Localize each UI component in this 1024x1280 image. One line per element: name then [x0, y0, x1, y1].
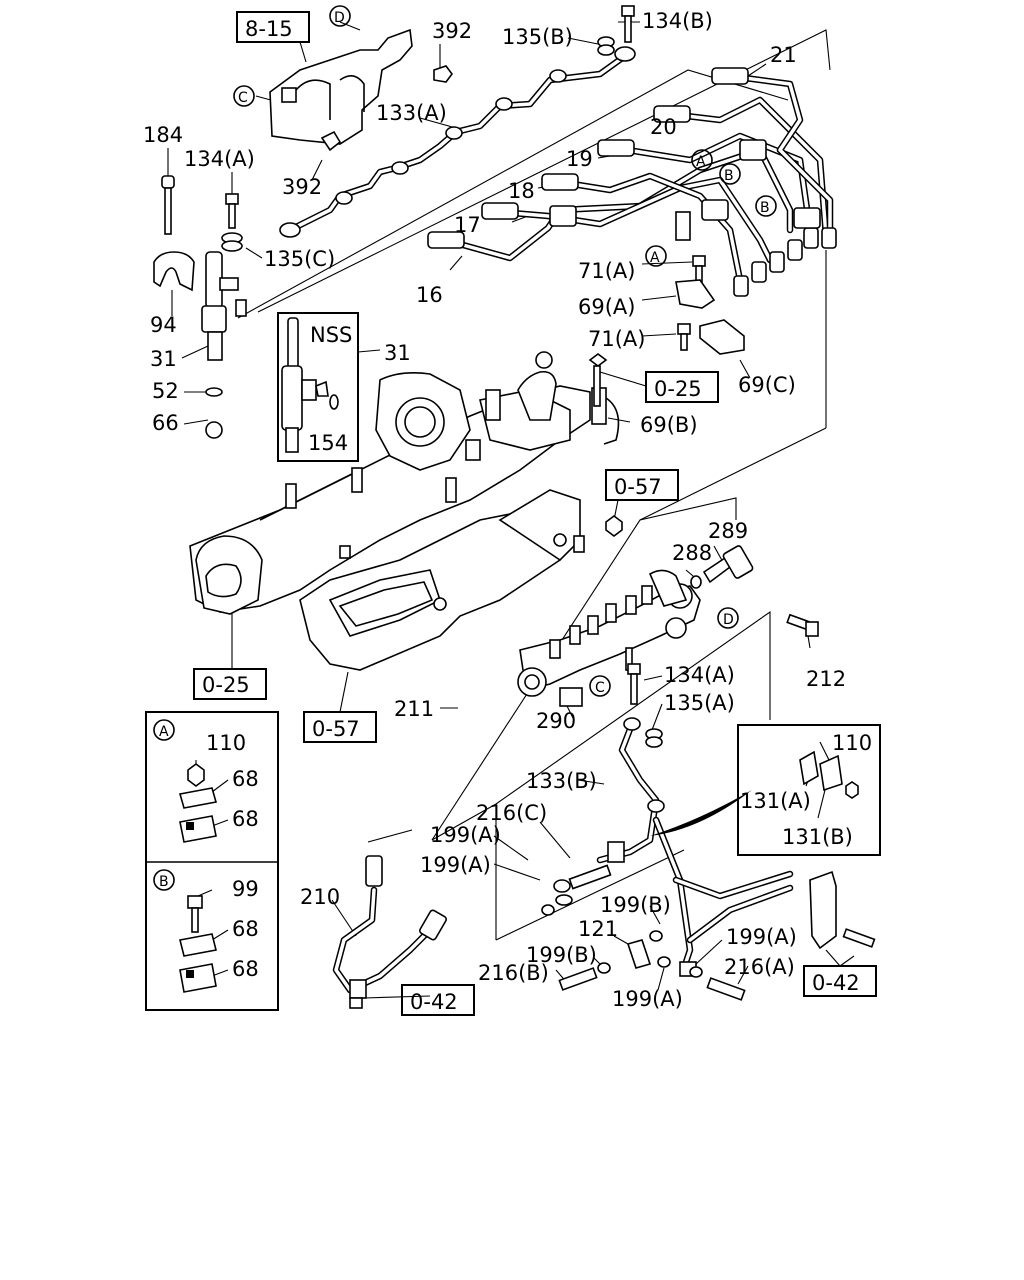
group-boxes — [145, 11, 881, 1016]
label-16: 16 — [416, 283, 443, 307]
label-154: 154 — [308, 431, 348, 455]
marker-d-top: D — [334, 10, 345, 26]
label-110-a: 110 — [206, 731, 246, 755]
label-121: 121 — [578, 917, 618, 941]
ref-label-0-42-right: 0-42 — [812, 971, 860, 995]
pipe-end-nuts-right — [733, 227, 837, 297]
injection-pipes — [441, 72, 834, 284]
marker-a-lower: A — [650, 250, 660, 266]
label-131b: 131(B) — [782, 825, 853, 849]
marker-b-pipe: B — [724, 168, 734, 184]
ref-box-0-57-upper — [605, 469, 679, 501]
ref-box-0-25-upper — [645, 371, 719, 403]
label-134a-top: 134(A) — [184, 147, 255, 171]
label-199a-3: 199(A) — [726, 925, 797, 949]
label-110-131: 110 — [832, 731, 872, 755]
label-31-left: 31 — [150, 347, 177, 371]
label-52: 52 — [152, 379, 179, 403]
marker-d-rail: D — [723, 612, 734, 628]
label-199a-1: 199(A) — [430, 823, 501, 847]
common-rail — [517, 545, 819, 707]
ref-box-0-25-lower — [193, 668, 267, 700]
label-69a: 69(A) — [578, 295, 635, 319]
ref-label-0-57-lower: 0-57 — [312, 717, 360, 741]
injector-nss — [281, 317, 339, 453]
label-290: 290 — [536, 709, 576, 733]
detail-131-parts — [799, 750, 859, 799]
label-199b-2: 199(B) — [526, 943, 597, 967]
label-71a-upper: 71(A) — [578, 259, 635, 283]
label-135a: 135(A) — [664, 691, 735, 715]
label-69b: 69(B) — [640, 413, 698, 437]
label-69c: 69(C) — [738, 373, 796, 397]
label-66: 66 — [152, 411, 179, 435]
ref-box-0-42-right — [803, 965, 877, 997]
label-199a-2: 199(A) — [420, 853, 491, 877]
detail-box-a-b — [145, 711, 279, 1011]
pipe-210 — [332, 855, 447, 1009]
label-31-box: 31 — [384, 341, 411, 365]
label-17: 17 — [454, 213, 481, 237]
label-211: 211 — [394, 697, 434, 721]
label-nss: NSS — [310, 323, 352, 347]
label-68-b2: 68 — [232, 957, 259, 981]
label-216b: 216(B) — [478, 961, 549, 985]
part-labels: 8-15 D 392 135(B) 134(B) 21 C 133(A) 20 … — [143, 9, 872, 1014]
marker-a-pipe: A — [696, 154, 706, 170]
marker-a-box: A — [159, 724, 169, 740]
injector-left — [153, 175, 247, 439]
pipe-clamps — [549, 139, 821, 241]
ref-box-0-57-lower — [303, 711, 377, 743]
leak-off-pipe-upper — [279, 46, 636, 238]
label-134b: 134(B) — [642, 9, 713, 33]
label-135b: 135(B) — [502, 25, 573, 49]
ref-label-8-15: 8-15 — [245, 17, 293, 41]
label-20: 20 — [650, 115, 677, 139]
ref-box-0-42-left — [401, 984, 475, 1016]
pipe-end-nuts — [427, 67, 749, 249]
return-pipe-lower — [541, 663, 876, 1001]
label-184: 184 — [143, 123, 183, 147]
label-133b: 133(B) — [526, 769, 597, 793]
clamp-parts — [675, 255, 745, 355]
label-199a-4: 199(A) — [612, 987, 683, 1011]
ref-label-0-25-lower: 0-25 — [202, 673, 250, 697]
label-392-left: 392 — [282, 175, 322, 199]
marker-c-top: C — [238, 90, 248, 106]
label-18: 18 — [508, 179, 535, 203]
label-99: 99 — [232, 877, 259, 901]
label-135c: 135(C) — [264, 247, 335, 271]
ref-label-0-42-left: 0-42 — [410, 990, 458, 1014]
label-288: 288 — [672, 541, 712, 565]
ref-label-0-25-upper: 0-25 — [654, 377, 702, 401]
label-210: 210 — [300, 885, 340, 909]
label-68-a1: 68 — [232, 767, 259, 791]
label-19: 19 — [566, 147, 593, 171]
marker-b-box: B — [159, 874, 169, 890]
label-134a-rail: 134(A) — [664, 663, 735, 687]
marker-b-right: B — [760, 200, 770, 216]
ref-label-0-57-upper: 0-57 — [614, 475, 662, 499]
label-216a: 216(A) — [724, 955, 795, 979]
marker-c-rail: C — [595, 680, 605, 696]
label-68-a2: 68 — [232, 807, 259, 831]
label-68-b1: 68 — [232, 917, 259, 941]
top-fasteners — [433, 5, 635, 83]
detail-a-parts — [178, 763, 218, 993]
ref-box-8-15 — [236, 11, 310, 43]
circled-markers — [153, 5, 777, 891]
label-212: 212 — [806, 667, 846, 691]
label-216c: 216(C) — [476, 801, 547, 825]
label-131a: 131(A) — [740, 789, 811, 813]
cover-plate — [269, 28, 413, 152]
label-21: 21 — [770, 43, 797, 67]
label-289: 289 — [708, 519, 748, 543]
label-71a-lower: 71(A) — [588, 327, 645, 351]
label-199b-1: 199(B) — [600, 893, 671, 917]
label-392-top: 392 — [432, 19, 472, 43]
label-94: 94 — [150, 313, 177, 337]
intake-manifold — [189, 351, 623, 671]
label-133a: 133(A) — [376, 101, 447, 125]
